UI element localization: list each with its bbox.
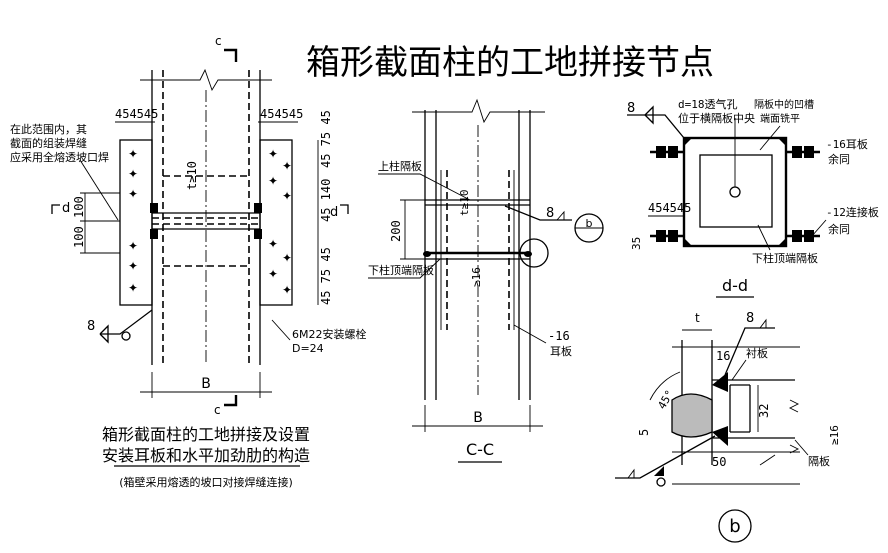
svg-text:✦: ✦ [128, 167, 138, 181]
svg-text:✦: ✦ [268, 267, 278, 281]
detail-b-marker [718, 509, 752, 543]
upper-diaphragm-label: 上柱隔板 [378, 159, 422, 173]
svg-text:✦: ✦ [128, 147, 138, 161]
section-dd-view: 8 d=18透气孔 位于横隔板中央 隔板中的凹槽 端面铣平 -16耳板 余同 -… [627, 97, 879, 298]
ear-plate-thickness: -16 [548, 329, 570, 343]
weld-size-elev: 8 [87, 319, 95, 334]
svg-text:✦: ✦ [128, 187, 138, 201]
section-cc-view: 上柱隔板 下柱顶端隔板 200 t≥10 ≥16 8 b -16 耳板 B C-… [368, 98, 604, 463]
dim-plate-dd: 454545 [648, 201, 691, 215]
dim-plate-right: 454545 [260, 107, 303, 121]
dim-200: 200 [389, 220, 403, 242]
svg-text:✦: ✦ [268, 174, 278, 188]
groove-flush-label: 端面铣平 [760, 112, 800, 125]
svg-text:✦: ✦ [282, 159, 292, 173]
bolt-pattern-right: ✦ ✦ ✦ ✦ ✦ ✦ ✦ ✦ [268, 147, 292, 297]
dim-32: 32 [757, 404, 771, 418]
gap-label-cc: ≥16 [470, 267, 483, 287]
dim-100-lower: 100 [72, 226, 86, 248]
caption-line-2: 安装耳板和水平加劲肋的构造 [102, 446, 310, 465]
svg-text:✦: ✦ [282, 283, 292, 297]
note-line-2: 截面的组装焊缝 [10, 136, 87, 150]
dim-chain-top: 45 75 45 [319, 110, 333, 168]
lower-end-diaphragm-dd: 下柱顶端隔板 [752, 251, 818, 265]
weld-size-detail: 8 [746, 311, 754, 326]
svg-text:✦: ✦ [282, 251, 292, 265]
bolt-label: 6M22安装螺栓 [292, 327, 367, 341]
svg-text:✦: ✦ [268, 147, 278, 161]
bolt-diameter: D=24 [292, 342, 324, 355]
svg-text:✦: ✦ [268, 237, 278, 251]
ear-plate-dd: -16耳板 [826, 137, 868, 151]
section-c-top: c [215, 34, 222, 48]
detail-b-title: b [729, 516, 740, 537]
ear-plate-label: 耳板 [550, 344, 572, 358]
thickness-label-cc: t≥10 [458, 190, 471, 217]
detail-b-ref: b [586, 217, 593, 230]
vent-hole-position: 位于横隔板中央 [678, 111, 755, 125]
dim-plate-left: 454545 [115, 107, 158, 121]
caption-note: (箱壁采用熔透的坡口对接焊缝连接) [119, 475, 293, 489]
section-d-left: d [62, 201, 70, 216]
connector-plate-dd-note: 余同 [828, 222, 850, 236]
svg-text:✦: ✦ [128, 259, 138, 273]
svg-text:✦: ✦ [282, 189, 292, 203]
dim-chain-bottom: 45 75 45 [319, 247, 333, 305]
section-c-bottom: c [214, 403, 221, 417]
groove-label: 隔板中的凹槽 [754, 98, 814, 111]
lower-diaphragm-label: 下柱顶端隔板 [368, 263, 434, 277]
dim-16-detail: 16 [716, 349, 730, 363]
section-d-right: d [330, 205, 338, 220]
detail-b-view: t 8 16 衬板 32 45° 5 50 ≥16 隔板 b [615, 311, 841, 543]
note-line-1: 在此范围内，其 [10, 122, 87, 136]
dim-16-lower: ≥16 [828, 425, 841, 445]
dim-B-elev: B [201, 376, 211, 392]
thickness-label-elev: t≥10 [185, 161, 199, 190]
note-line-3: 应采用全熔透坡口焊 [10, 150, 109, 164]
connector-plate-dd: -12连接板 [826, 205, 879, 219]
ear-plate-dd-note: 余同 [828, 152, 850, 166]
weld-size-cc: 8 [546, 206, 554, 221]
svg-text:✦: ✦ [128, 239, 138, 253]
dim-35: 35 [630, 237, 643, 250]
main-title: 箱形截面柱的工地拼接节点 [306, 43, 714, 83]
dim-50: 50 [712, 455, 726, 469]
bolt-pattern-left: ✦ ✦ ✦ ✦ ✦ ✦ [128, 147, 138, 295]
svg-text:✦: ✦ [128, 281, 138, 295]
dim-t-detail: t [695, 311, 700, 325]
backing-plate-label: 衬板 [746, 346, 768, 360]
section-dd-title: d-d [722, 276, 748, 295]
dim-chain-mid: 45 140 [319, 179, 333, 222]
elevation-view: ✦ ✦ ✦ ✦ ✦ ✦ ✦ ✦ ✦ ✦ ✦ ✦ ✦ ✦ 454545 45454… [10, 34, 367, 489]
vent-hole-label: d=18透气孔 [678, 97, 738, 111]
dim-100-upper: 100 [72, 196, 86, 218]
caption-line-1: 箱形截面柱的工地拼接及设置 [102, 425, 310, 444]
weld-size-dd: 8 [627, 101, 635, 116]
dim-5: 5 [637, 429, 651, 436]
section-cc-title: C-C [466, 440, 494, 459]
dim-B-cc: B [473, 410, 483, 426]
diaphragm-label-detail: 隔板 [808, 454, 830, 468]
